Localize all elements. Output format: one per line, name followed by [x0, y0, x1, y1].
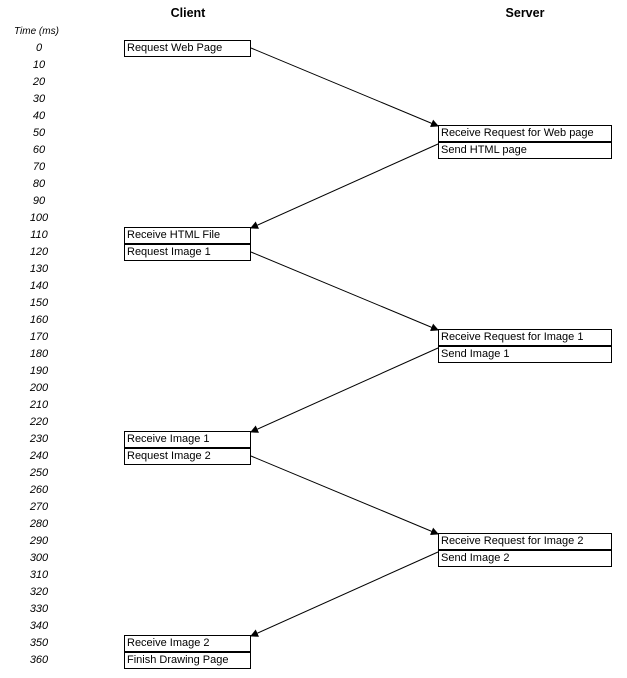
time-tick: 170 — [29, 331, 49, 343]
time-tick: 70 — [32, 161, 46, 173]
time-tick: 90 — [32, 195, 46, 207]
time-tick: 10 — [32, 59, 46, 71]
time-tick: 260 — [29, 484, 49, 496]
message-arrow — [250, 347, 439, 433]
time-tick: 150 — [29, 297, 49, 309]
time-tick: 190 — [29, 365, 49, 377]
message-arrow — [250, 455, 439, 535]
client-event: Finish Drawing Page — [124, 652, 251, 669]
time-tick: 250 — [29, 467, 49, 479]
time-tick: 80 — [32, 178, 46, 190]
message-arrow — [250, 551, 439, 637]
time-tick: 40 — [32, 110, 46, 122]
time-tick: 330 — [29, 603, 49, 615]
time-tick: 50 — [32, 127, 46, 139]
time-tick: 140 — [29, 280, 49, 292]
time-tick: 110 — [30, 229, 48, 241]
time-tick: 320 — [29, 586, 49, 598]
time-tick: 340 — [29, 620, 49, 632]
time-tick: 100 — [29, 212, 49, 224]
client-header: Client — [170, 6, 206, 20]
server-header: Server — [505, 6, 545, 20]
time-tick: 360 — [29, 654, 49, 666]
time-tick: 20 — [32, 76, 46, 88]
time-tick: 290 — [29, 535, 49, 547]
time-tick: 310 — [29, 569, 49, 581]
time-tick: 230 — [29, 433, 49, 445]
message-arrow — [250, 47, 439, 127]
time-tick: 180 — [29, 348, 49, 360]
time-tick: 280 — [29, 518, 49, 530]
time-tick: 350 — [29, 637, 49, 649]
time-tick: 270 — [29, 501, 49, 513]
server-event: Send HTML page — [438, 142, 612, 159]
message-arrow — [250, 143, 439, 229]
server-event: Receive Request for Web page — [438, 125, 612, 142]
time-tick: 30 — [32, 93, 46, 105]
time-tick: 300 — [29, 552, 49, 564]
server-event: Send Image 2 — [438, 550, 612, 567]
time-tick: 120 — [29, 246, 49, 258]
message-arrow — [250, 251, 439, 331]
time-tick: 0 — [35, 42, 43, 54]
client-event: Request Image 2 — [124, 448, 251, 465]
client-event: Receive Image 1 — [124, 431, 251, 448]
time-tick: 220 — [29, 416, 49, 428]
client-event: Receive HTML File — [124, 227, 251, 244]
server-event: Receive Request for Image 2 — [438, 533, 612, 550]
time-tick: 200 — [29, 382, 49, 394]
client-event: Receive Image 2 — [124, 635, 251, 652]
time-tick: 130 — [29, 263, 49, 275]
time-tick: 160 — [29, 314, 49, 326]
client-event: Request Image 1 — [124, 244, 251, 261]
time-tick: 210 — [29, 399, 49, 411]
server-event: Receive Request for Image 1 — [438, 329, 612, 346]
server-event: Send Image 1 — [438, 346, 612, 363]
client-event: Request Web Page — [124, 40, 251, 57]
time-tick: 240 — [29, 450, 49, 462]
time-axis-header: Time (ms) — [14, 26, 59, 37]
time-tick: 60 — [32, 144, 46, 156]
